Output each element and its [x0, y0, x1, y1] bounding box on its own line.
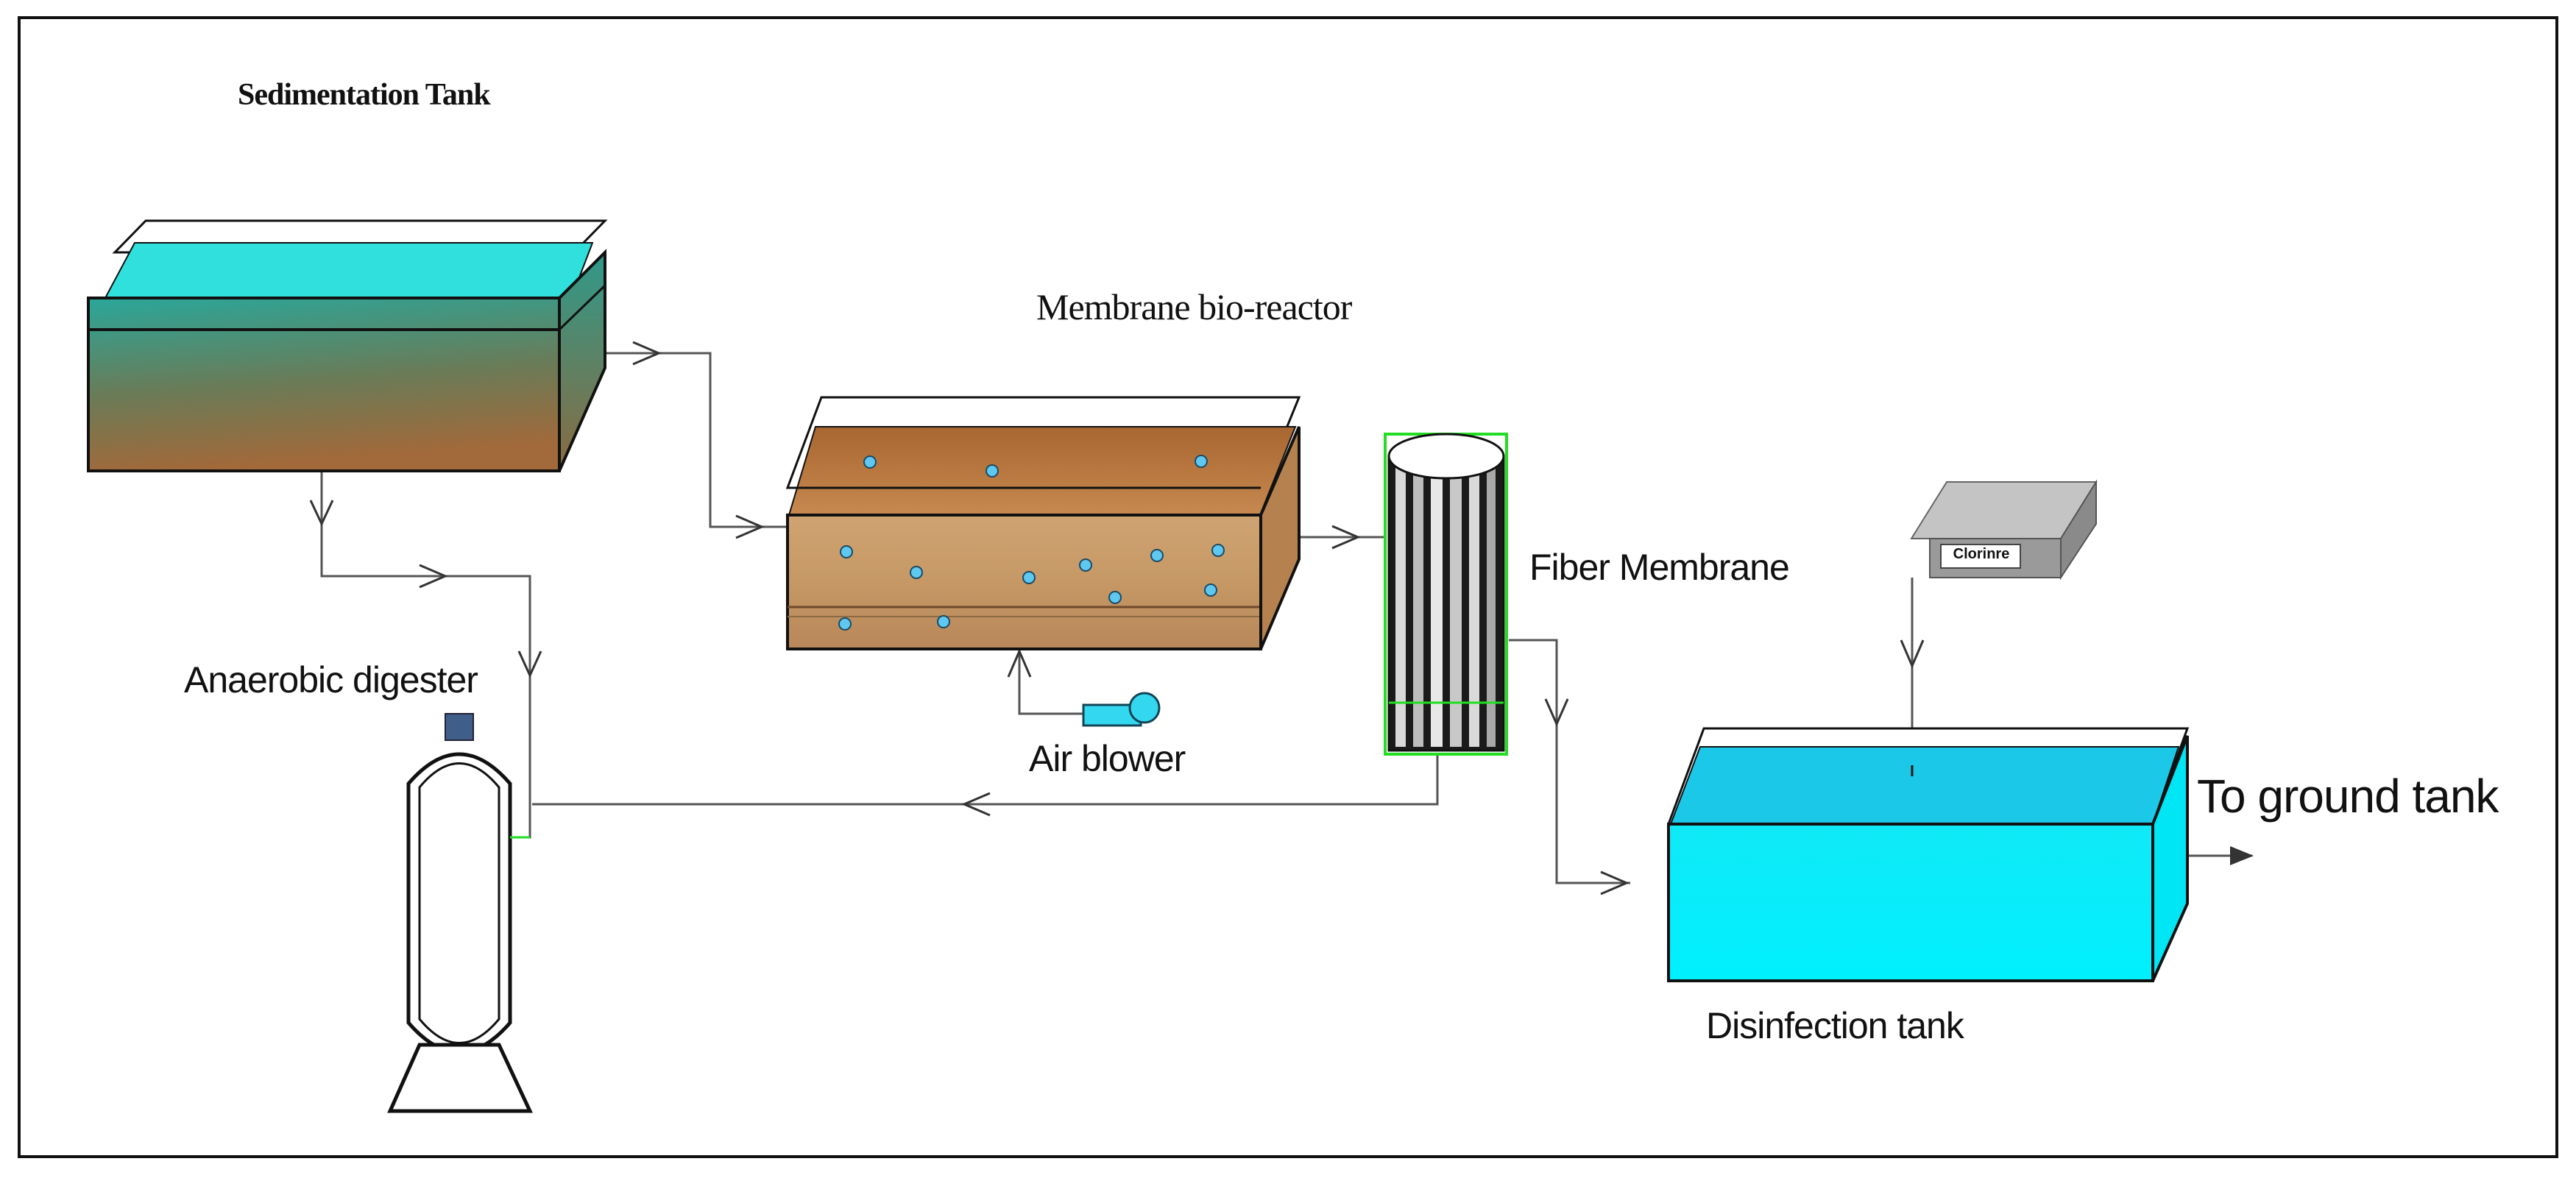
anaerobic-digester-label: Anaerobic digester — [184, 659, 478, 700]
pipe-sedimentation-to-bioreactor — [574, 352, 788, 528]
air-blower — [1082, 692, 1161, 727]
anaerobic-digester — [387, 713, 533, 1113]
arrow-up — [1007, 648, 1032, 678]
disinfection-tank — [1666, 727, 2190, 982]
arrow-right — [419, 564, 448, 589]
flow-arrows — [309, 341, 1925, 895]
arrow-right — [1331, 525, 1361, 550]
arrow-right — [632, 341, 662, 366]
air-blower-label: Air blower — [1029, 738, 1186, 779]
membrane-bioreactor — [785, 396, 1301, 650]
chlorine-label: Clorinre — [1953, 546, 2010, 562]
arrow-left — [961, 792, 991, 817]
fiber-membrane-label: Fiber Membrane — [1529, 547, 1790, 588]
pipe-air-blower — [1018, 649, 1083, 715]
pipe-return-to-digester — [532, 754, 1439, 806]
membrane-fibers — [1395, 460, 1496, 747]
to-ground-tank-label: To ground tank — [2197, 770, 2499, 823]
air-bubbles — [838, 455, 1225, 631]
fiber-membrane — [1384, 433, 1508, 756]
arrow-down — [309, 500, 334, 527]
diagram-frame — [18, 16, 2558, 1158]
chlorine-dispenser — [1910, 479, 2098, 581]
disinfection-tank-label: Disinfection tank — [1706, 1005, 1964, 1046]
arrow-down — [1900, 639, 1925, 669]
arrow-down — [517, 650, 542, 678]
sedimentation-tank — [87, 219, 608, 472]
sedimentation-tank-label: Sedimentation Tank — [238, 78, 491, 112]
arrow-right — [735, 514, 765, 539]
pipe-membrane-to-disinfection — [1509, 639, 1630, 884]
membrane-bioreactor-label: Membrane bio-reactor — [1036, 286, 1352, 327]
arrow-down — [1544, 698, 1569, 727]
arrow-outlet — [2230, 846, 2254, 865]
arrow-right — [1600, 870, 1630, 895]
